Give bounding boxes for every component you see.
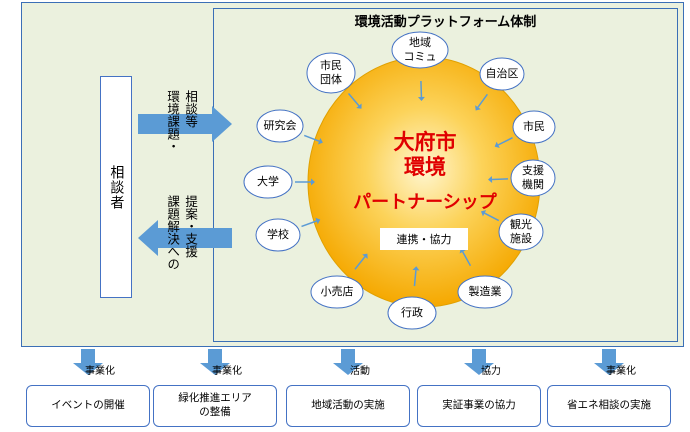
node-arrow-line xyxy=(301,220,317,228)
bottom-arrow xyxy=(73,349,103,375)
label-consult-col2: 環境課題・ xyxy=(165,90,181,153)
bottom-arrow-label: 事業化 xyxy=(85,366,115,377)
node-label: 製造業 xyxy=(468,285,502,299)
label-consult-col1: 相談等 xyxy=(183,90,199,128)
node-label: 観光 施設 xyxy=(510,218,532,245)
node-bubble xyxy=(243,165,293,199)
node-arrow-head xyxy=(317,137,323,145)
label-support-col2: 課題解決への xyxy=(165,195,181,270)
outcome-box: 省エネ相談の実施 xyxy=(547,385,671,427)
node-label: 研究会 xyxy=(263,119,297,133)
bottom-arrow xyxy=(333,349,363,375)
node-bubble xyxy=(256,109,304,143)
node-bubble xyxy=(498,213,544,251)
node-arrow-head xyxy=(417,96,425,101)
bottom-arrow-label: 協力 xyxy=(481,366,501,377)
node-arrow-line xyxy=(477,93,488,108)
node-arrow-head xyxy=(475,105,481,111)
node-arrow-head xyxy=(311,178,315,186)
center-title: 大府市 環境 xyxy=(393,130,457,179)
node-arrow-line xyxy=(347,93,360,107)
node-arrow-head xyxy=(494,141,500,149)
node-arrow-head xyxy=(488,176,493,184)
outcome-box: イベントの開催 xyxy=(26,385,150,427)
node-arrow-head xyxy=(412,266,420,271)
bottom-arrow-label: 事業化 xyxy=(212,366,242,377)
consulter-label: 相談者 xyxy=(108,164,125,210)
node-arrow-line xyxy=(484,212,500,222)
bottom-arrow xyxy=(594,349,624,375)
node-bubble xyxy=(387,296,437,330)
node-label: 市民 団体 xyxy=(320,59,342,86)
node-bubble xyxy=(479,57,525,91)
node-arrow-line xyxy=(462,251,472,267)
collaboration-box: 連携・協力 xyxy=(380,228,468,250)
node-arrow-line xyxy=(492,178,509,181)
node-label: 学校 xyxy=(267,228,289,242)
node-bubble xyxy=(512,110,556,144)
outcome-box: 実証事業の協力 xyxy=(417,385,541,427)
node-label: 行政 xyxy=(401,306,423,320)
node-bubble xyxy=(306,52,356,94)
consulter-box: 相談者 xyxy=(100,76,132,298)
bottom-arrow xyxy=(200,349,230,375)
partnership-sun xyxy=(307,56,541,308)
consult-arrow xyxy=(138,106,232,142)
node-label: 小売店 xyxy=(320,285,354,299)
bottom-arrow xyxy=(464,349,494,375)
node-arrow-line xyxy=(413,270,417,287)
node-arrow-line xyxy=(354,256,366,270)
outcome-box: 緑化推進エリア の整備 xyxy=(153,385,277,427)
bottom-arrow-label: 事業化 xyxy=(606,366,636,377)
node-arrow-head xyxy=(315,217,321,225)
node-label: 大学 xyxy=(257,175,279,189)
node-bubble xyxy=(391,31,449,69)
node-label: 自治区 xyxy=(485,67,519,81)
node-arrow-head xyxy=(481,210,487,217)
node-bubble xyxy=(255,218,301,252)
node-bubble xyxy=(310,275,364,309)
node-arrow-line xyxy=(303,134,320,142)
partnership-label: パートナーシップ xyxy=(353,192,497,213)
bottom-arrow-label: 活動 xyxy=(350,366,370,377)
node-label: 支援 機関 xyxy=(522,164,544,191)
node-arrow-line xyxy=(497,137,513,146)
node-bubble xyxy=(510,159,556,197)
node-label: 地域 コミュ xyxy=(403,36,437,63)
platform-title: 環境活動プラットフォーム体制 xyxy=(354,15,537,30)
label-support-col1: 提案・支援 xyxy=(183,195,199,258)
node-bubble xyxy=(457,275,513,309)
node-label: 市民 xyxy=(523,120,545,134)
outcome-box: 地域活動の実施 xyxy=(286,385,410,427)
node-arrow-head xyxy=(362,253,368,259)
support-arrow xyxy=(138,220,232,256)
node-arrow-head xyxy=(356,103,362,109)
